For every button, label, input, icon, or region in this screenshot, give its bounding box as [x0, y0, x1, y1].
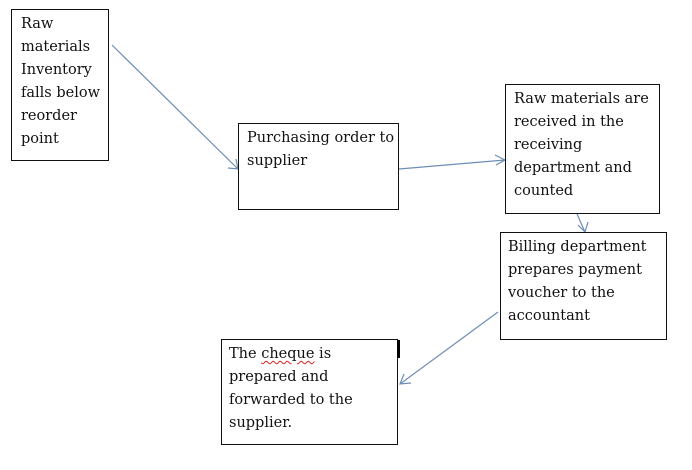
text-cursor: [397, 340, 400, 358]
node-text-line: forwarded to the: [229, 392, 353, 408]
node-text-line: Purchasing order to: [247, 130, 395, 146]
node-text-line: received in the: [514, 114, 624, 130]
node-text-line: supplier.: [229, 415, 293, 431]
node-text-line: voucher to the: [508, 285, 615, 301]
node-text-line: The cheque is: [229, 343, 397, 366]
node-text-line: supplier: [247, 153, 308, 169]
node-cheque-prepared: The cheque is prepared and forwarded to …: [221, 339, 398, 445]
node-purchasing-order: Purchasing order to supplier: [238, 123, 399, 210]
arrow-n2-to-n3: [398, 154, 507, 170]
node-text-line: department and: [514, 160, 632, 176]
text-fragment: The: [229, 346, 262, 362]
node-text-line: counted: [514, 183, 574, 199]
node-text-line: accountant: [508, 308, 590, 324]
node-text-line: reorder: [21, 108, 77, 124]
node-text-line: prepares payment: [508, 262, 642, 278]
node-text-line: Raw materials are: [514, 91, 649, 107]
text-fragment: is: [314, 346, 332, 362]
node-billing-voucher: Billing department prepares payment vouc…: [500, 232, 667, 340]
node-text-line: falls below: [21, 85, 100, 101]
node-text-line: point: [21, 131, 59, 147]
node-inventory-below-reorder: Raw materials Inventory falls below reor…: [11, 9, 109, 161]
node-text-line: prepared and: [229, 369, 329, 385]
node-materials-received: Raw materials are received in the receiv…: [505, 84, 660, 214]
node-text-line: receiving: [514, 137, 583, 153]
node-text-line: Billing department: [508, 239, 647, 255]
node-text-line: Raw: [21, 16, 54, 32]
arrow-n3-to-n4: [576, 213, 589, 234]
node-text-line: materials: [21, 39, 91, 55]
arrow-n4-to-n5: [399, 311, 499, 385]
node-text-line: Inventory: [21, 62, 92, 78]
arrow-n1-to-n2: [111, 44, 239, 170]
spellcheck-flagged-word[interactable]: cheque: [261, 346, 315, 362]
